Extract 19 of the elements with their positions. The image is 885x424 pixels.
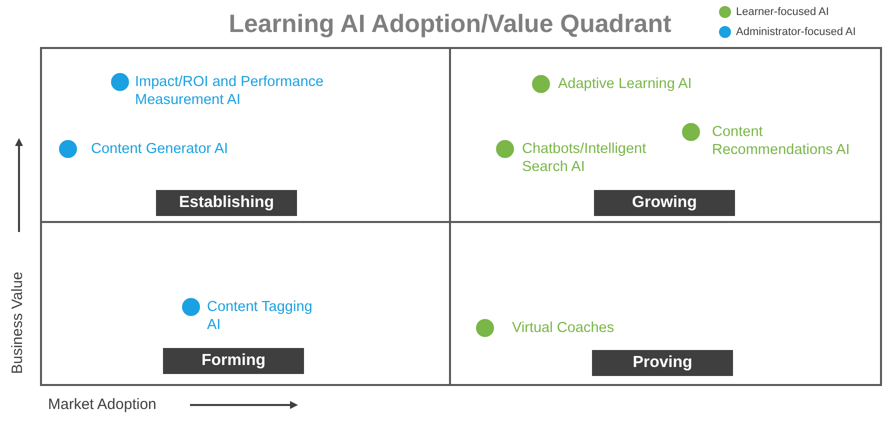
legend-label: Learner-focused AI	[736, 6, 829, 18]
quadrant-label: Forming	[163, 348, 304, 374]
point-label: Content Generator AI	[91, 140, 230, 158]
quadrant-panel	[40, 47, 451, 223]
axis-label: Market Adoption	[48, 396, 156, 413]
point-label: Impact/ROI and Performance Measurement AI	[135, 73, 325, 109]
axis-label: Business Value	[9, 272, 26, 374]
point-label: Content Recommendations AI	[712, 123, 851, 159]
quadrant-panel	[449, 47, 882, 223]
point-label: Content Tagging AI	[207, 298, 314, 334]
point-label: Adaptive Learning AI	[558, 75, 693, 93]
point-label: Virtual Coaches	[512, 319, 616, 337]
point-label: Chatbots/Intelligent Search AI	[522, 140, 648, 176]
legend-label: Administrator-focused AI	[736, 26, 856, 38]
quadrant-panel	[449, 221, 882, 386]
quadrant-panel	[40, 221, 451, 386]
quadrant-label: Establishing	[156, 190, 297, 216]
quadrant-label: Growing	[594, 190, 735, 216]
quadrant-label: Proving	[592, 350, 733, 376]
